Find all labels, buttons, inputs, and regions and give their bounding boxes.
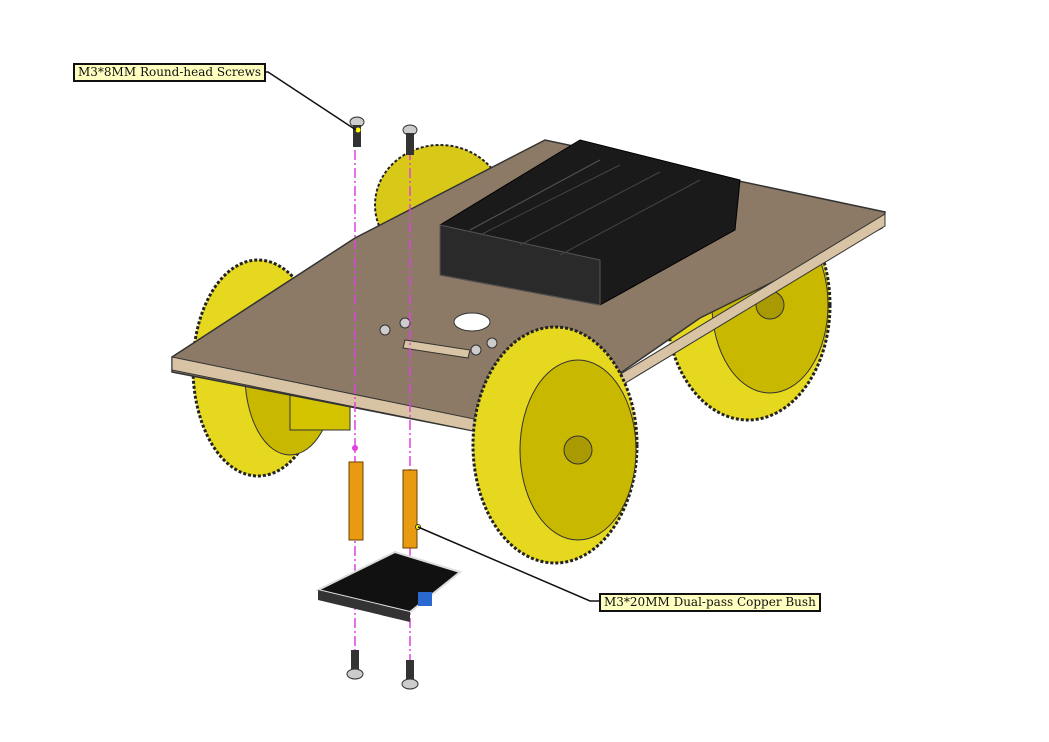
wheel-front-right [471,325,639,565]
screw-bottom-right [401,660,419,690]
callout-screws: M3*8MM Round-head Screws [73,63,267,82]
screw-bottom-left [346,650,364,680]
callout-copper-bush: M3*20MM Dual-pass Copper Bush [599,593,821,612]
screw-top-right [402,124,418,155]
screw-top-left [349,116,365,147]
sensor-module [315,550,463,622]
leader-line-screws [258,71,357,131]
copper-bush-left [348,445,364,541]
leader-line-bush [417,526,600,602]
battery-holder [439,139,741,306]
center-hole [453,312,491,332]
copper-bush-right [402,469,421,549]
